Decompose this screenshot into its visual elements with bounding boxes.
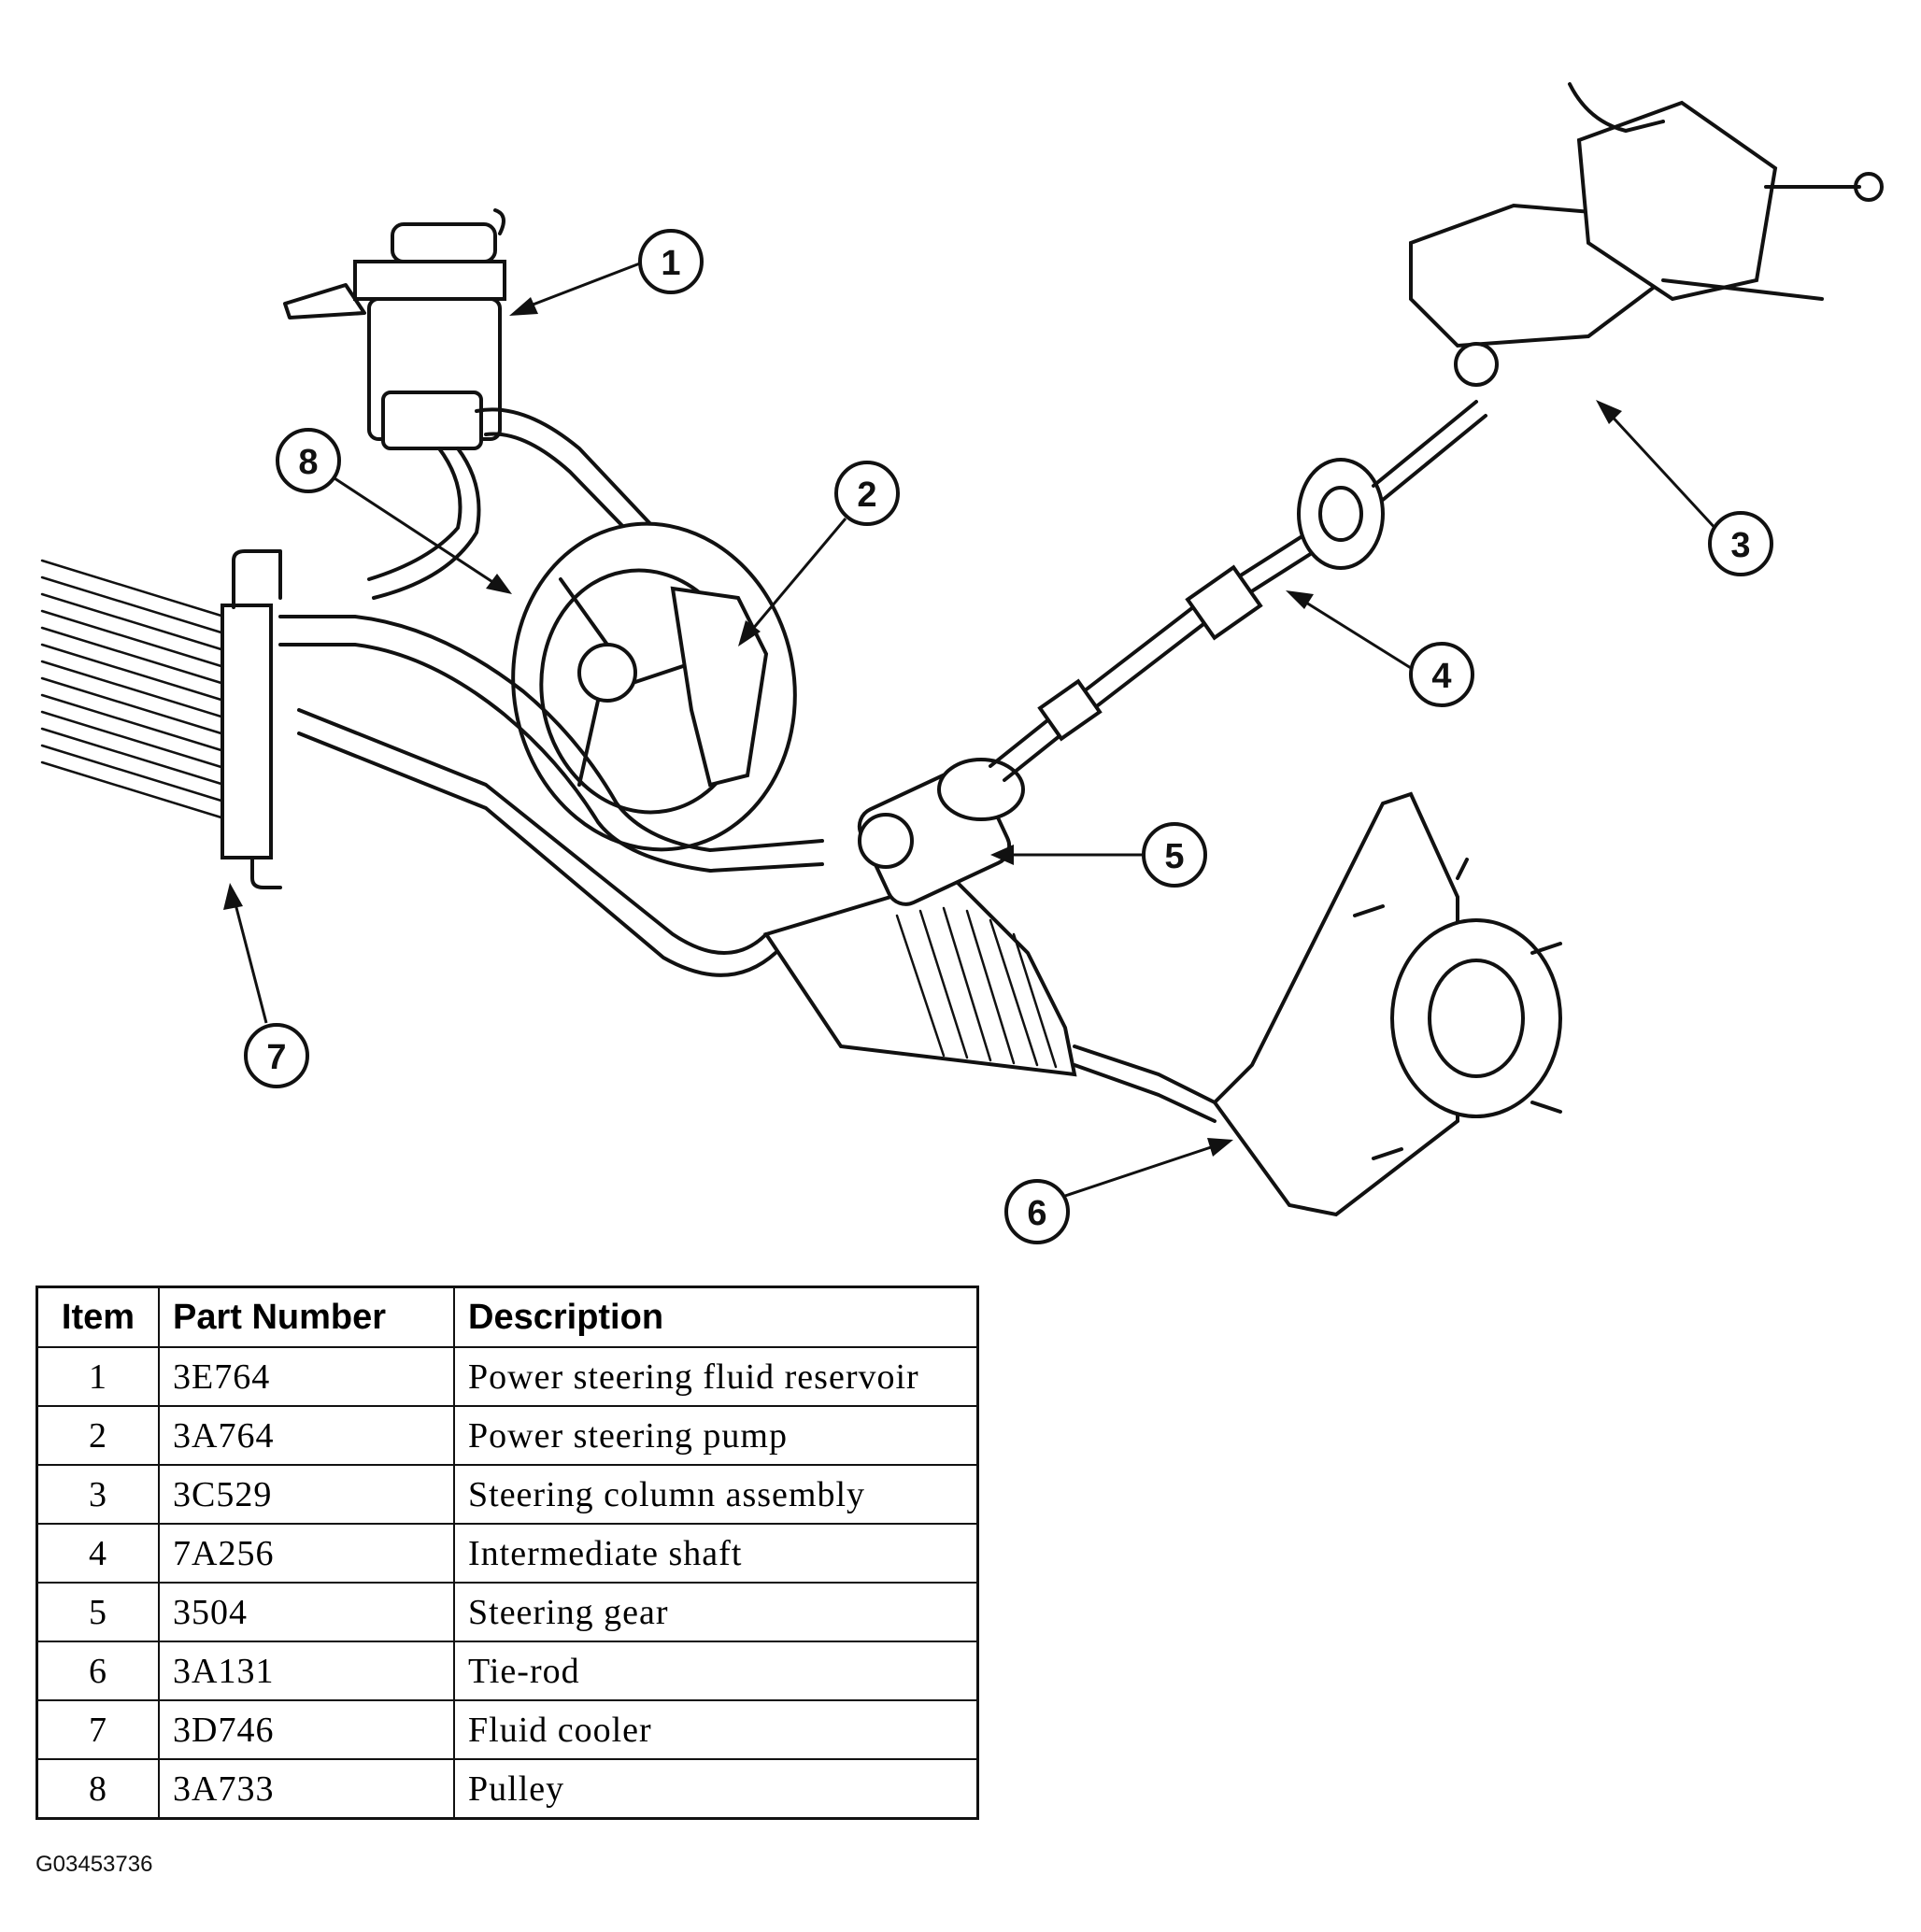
- steering-gear-illustration: [762, 758, 1077, 1077]
- svg-text:6: 6: [1027, 1194, 1046, 1233]
- table-row: 7 3D746 Fluid cooler: [36, 1699, 979, 1760]
- callout-3: 3: [1596, 400, 1773, 576]
- callout-4: 4: [1286, 590, 1474, 707]
- cell-item: 1: [36, 1346, 160, 1407]
- table-row: 2 3A764 Power steering pump: [36, 1405, 979, 1466]
- parts-table: Item Part Number Description 1 3E764 Pow…: [36, 1286, 979, 1820]
- tie-rod-knuckle-illustration: [1073, 791, 1562, 1217]
- intermediate-shaft-illustration: [989, 400, 1487, 782]
- cell-item: 5: [36, 1582, 160, 1642]
- cell-item: 8: [36, 1758, 160, 1820]
- steering-system-diagram: 1 2 3 4 5 6 7 8: [40, 82, 1884, 1244]
- svg-text:3: 3: [1730, 526, 1750, 565]
- table-row: 5 3504 Steering gear: [36, 1582, 979, 1642]
- figure-code: G03453736: [36, 1852, 153, 1877]
- callout-2: 2: [738, 461, 900, 646]
- cell-item: 7: [36, 1699, 160, 1760]
- reservoir-illustration: [283, 208, 506, 450]
- cell-item: 4: [36, 1523, 160, 1584]
- pump-pulley-illustration: [511, 521, 797, 852]
- cell-description: Power steering fluid reservoir: [453, 1346, 979, 1407]
- cell-part-number: 3A131: [158, 1641, 455, 1701]
- cell-part-number: 3D746: [158, 1699, 455, 1760]
- fluid-cooler-illustration: [40, 549, 282, 889]
- table-row: 6 3A131 Tie-rod: [36, 1641, 979, 1701]
- table-row: 3 3C529 Steering column assembly: [36, 1464, 979, 1525]
- cell-description: Power steering pump: [453, 1405, 979, 1466]
- callout-6: 6: [1004, 1138, 1233, 1244]
- cell-part-number: 3E764: [158, 1346, 455, 1407]
- cell-part-number: 3C529: [158, 1464, 455, 1525]
- table-row: 8 3A733 Pulley: [36, 1758, 979, 1820]
- header-description: Description: [453, 1286, 979, 1348]
- cell-part-number: 3A764: [158, 1405, 455, 1466]
- cell-item: 3: [36, 1464, 160, 1525]
- callout-7: 7: [223, 883, 309, 1088]
- cell-description: Tie-rod: [453, 1641, 979, 1701]
- svg-text:5: 5: [1164, 837, 1184, 876]
- cell-description: Intermediate shaft: [453, 1523, 979, 1584]
- cell-item: 6: [36, 1641, 160, 1701]
- cell-description: Pulley: [453, 1758, 979, 1820]
- steering-column-illustration: [1409, 82, 1884, 387]
- svg-text:8: 8: [298, 443, 318, 482]
- svg-text:1: 1: [661, 244, 680, 283]
- svg-text:4: 4: [1431, 657, 1451, 696]
- cell-part-number: 3504: [158, 1582, 455, 1642]
- table-header-row: Item Part Number Description: [36, 1286, 979, 1348]
- svg-text:2: 2: [857, 476, 876, 515]
- header-part-number: Part Number: [158, 1286, 455, 1348]
- cell-description: Fluid cooler: [453, 1699, 979, 1760]
- cell-part-number: 3A733: [158, 1758, 455, 1820]
- table-row: 4 7A256 Intermediate shaft: [36, 1523, 979, 1584]
- cell-description: Steering gear: [453, 1582, 979, 1642]
- callout-1: 1: [509, 229, 704, 316]
- callout-5: 5: [990, 822, 1207, 888]
- table-row: 1 3E764 Power steering fluid reservoir: [36, 1346, 979, 1407]
- callout-8: 8: [276, 428, 512, 594]
- cell-part-number: 7A256: [158, 1523, 455, 1584]
- cell-description: Steering column assembly: [453, 1464, 979, 1525]
- svg-text:7: 7: [266, 1038, 286, 1077]
- header-item: Item: [36, 1286, 160, 1348]
- cell-item: 2: [36, 1405, 160, 1466]
